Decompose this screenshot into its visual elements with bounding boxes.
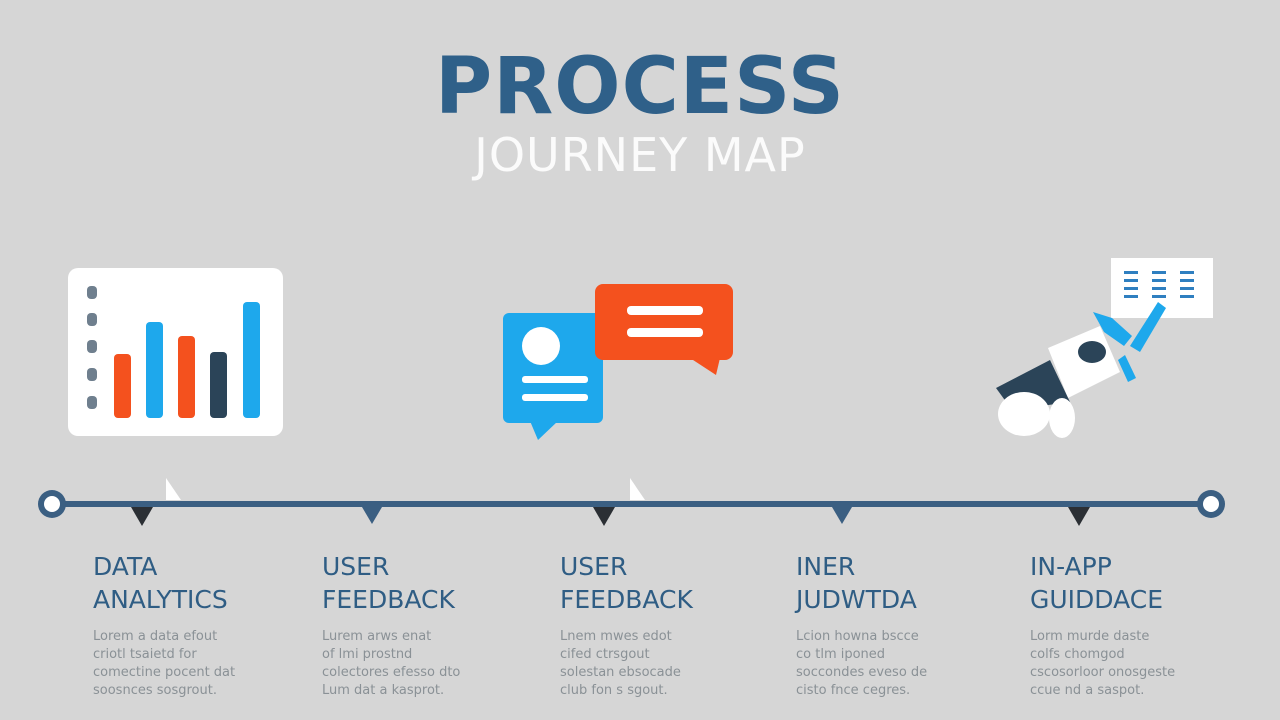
step-user-feedback-1: USER FEEDBACK Lurem arws enat of lmi pro…	[322, 550, 522, 700]
step-data-analytics: DATA ANALYTICS Lorem a data efout criotl…	[93, 550, 293, 700]
robot-figure-icon	[996, 258, 1213, 438]
page-subtitle: JOURNEY MAP	[474, 128, 806, 182]
step-iner: INER JUDWTDA Lcion howna bscce co tlm ip…	[796, 550, 996, 700]
step-title: DATA ANALYTICS	[93, 552, 228, 614]
step-description: Lorem a data efout criotl tsaietd for co…	[93, 629, 236, 698]
step-description: Lnem mwes edot cifed ctrsgout solestan e…	[560, 629, 681, 698]
chat-bubbles-icon	[503, 284, 733, 440]
step-description: Lurem arws enat of lmi prostnd colectore…	[322, 629, 461, 698]
step-in-app-guidance: IN-APP GUIDDACE Lorm murde daste colfs c…	[1030, 550, 1230, 700]
step-title: USER FEEDBACK	[322, 552, 455, 614]
step-title: IN-APP GUIDDACE	[1030, 552, 1164, 614]
step-description: Lorm murde daste colfs chomgod cscosorlo…	[1030, 629, 1176, 698]
bar-chart-icon	[68, 268, 283, 436]
step-title: INER JUDWTDA	[796, 552, 917, 614]
step-description: Lcion howna bscce co tlm iponed socconde…	[796, 629, 928, 698]
step-title: USER FEEDBACK	[560, 552, 693, 614]
step-user-feedback-2: USER FEEDBACK Lnem mwes edot cifed ctrsg…	[560, 550, 760, 700]
timeline	[38, 478, 1225, 526]
page-title: PROCESS	[435, 42, 845, 132]
